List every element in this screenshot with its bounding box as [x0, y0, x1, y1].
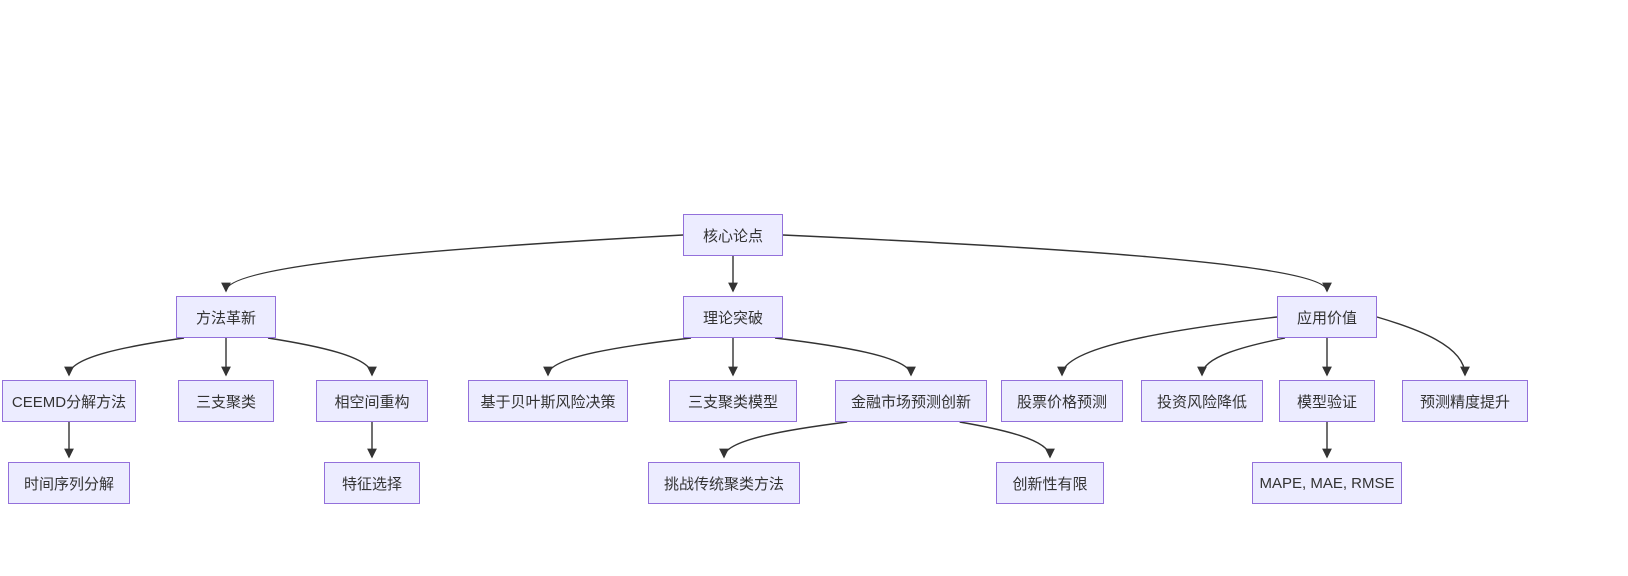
node-ceemd: CEEMD分解方法: [2, 380, 136, 422]
edge-theory-to-bayes: [543, 337, 692, 377]
edge-application-to-risk: [1197, 337, 1286, 377]
node-threeway: 三支聚类: [178, 380, 274, 422]
edge-application-to-stock: [1057, 316, 1278, 377]
edge-method-to-ceemd: [64, 337, 185, 377]
edge-theory-to-finance: [774, 337, 916, 377]
node-method: 方法革新: [176, 296, 276, 338]
node-accuracy: 预测精度提升: [1402, 380, 1528, 422]
edge-method-to-phase: [267, 337, 377, 377]
node-validation: 模型验证: [1279, 380, 1375, 422]
node-limited: 创新性有限: [996, 462, 1104, 504]
edge-application-to-accuracy: [1376, 316, 1470, 377]
node-feature: 特征选择: [324, 462, 420, 504]
node-root: 核心论点: [683, 214, 783, 256]
node-timeseries: 时间序列分解: [8, 462, 130, 504]
edge-root-to-method: [221, 234, 684, 293]
node-threeway-model: 三支聚类模型: [669, 380, 797, 422]
node-risk: 投资风险降低: [1141, 380, 1263, 422]
node-metrics: MAPE, MAE, RMSE: [1252, 462, 1402, 504]
node-phase: 相空间重构: [316, 380, 428, 422]
edge-root-to-application: [782, 234, 1332, 293]
edge-finance-to-limited: [959, 421, 1055, 459]
node-theory: 理论突破: [683, 296, 783, 338]
node-challenge: 挑战传统聚类方法: [648, 462, 800, 504]
node-stock: 股票价格预测: [1001, 380, 1123, 422]
node-bayes: 基于贝叶斯风险决策: [468, 380, 628, 422]
node-application: 应用价值: [1277, 296, 1377, 338]
edges-group: [64, 234, 1470, 459]
edge-finance-to-challenge: [719, 421, 848, 459]
node-finance: 金融市场预测创新: [835, 380, 987, 422]
